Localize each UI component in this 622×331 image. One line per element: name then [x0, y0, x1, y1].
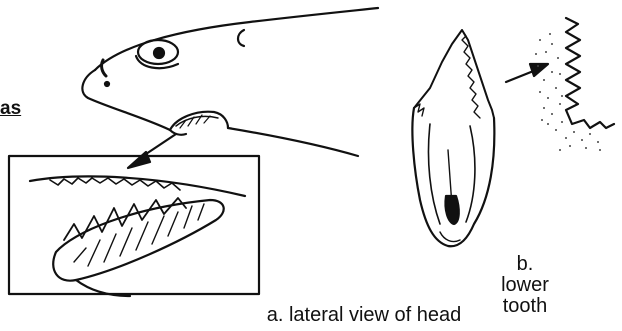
caption-b-line3: tooth	[495, 296, 555, 317]
caption-lower-tooth: b. lower tooth	[495, 254, 555, 317]
arrow-tooth-to-serration	[506, 64, 548, 82]
caption-lateral-view: a. lateral view of head	[244, 304, 484, 327]
jaw-inset-frame	[9, 156, 259, 294]
inset-lower-jaw	[53, 198, 224, 296]
shark-eye	[136, 40, 178, 68]
arrow-mouth-to-inset	[128, 134, 176, 168]
caption-b-line2: lower	[495, 275, 555, 296]
shark-nostril-dot	[105, 82, 109, 86]
partial-heading-text: as	[0, 98, 21, 120]
caption-b-line1: b.	[495, 254, 555, 275]
shark-spiracle	[238, 30, 244, 46]
serration-detail	[535, 18, 614, 151]
lower-tooth-drawing	[412, 30, 494, 246]
inset-upper-jaw	[30, 176, 245, 196]
shark-head-outline	[82, 8, 378, 156]
shark-mouth	[170, 112, 228, 135]
